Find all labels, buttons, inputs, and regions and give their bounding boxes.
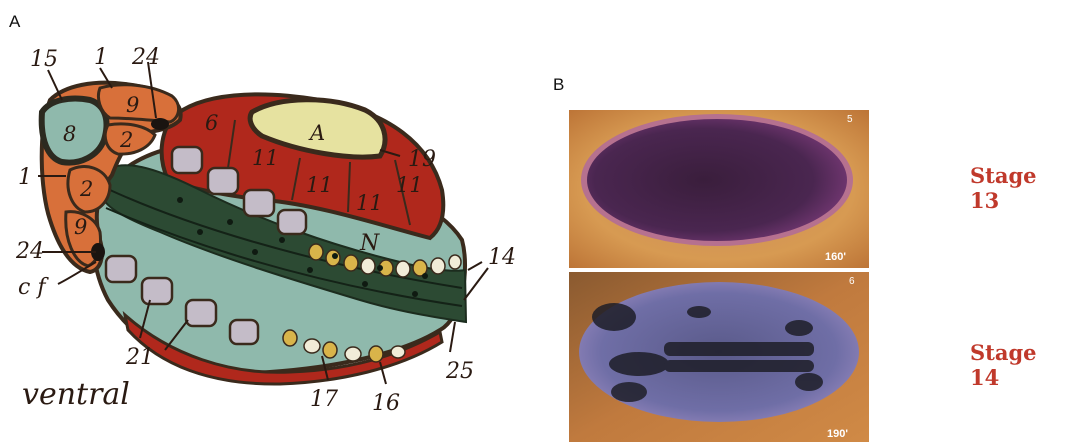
label-25: 25 <box>445 359 474 384</box>
square-lower-2 <box>142 278 172 304</box>
label-1-top: 1 <box>94 45 108 70</box>
label-21: 21 <box>125 345 154 370</box>
label-14: 14 <box>488 245 516 270</box>
label-A: A <box>308 121 325 145</box>
label-2-mid: 2 <box>79 177 93 201</box>
square-lower-1 <box>106 256 136 282</box>
label-6: 6 <box>205 111 218 135</box>
embryo-fate-map-diagram: 15 1 24 9 8 2 6 A 19 11 11 11 11 1 2 9 2… <box>0 0 540 442</box>
square-upper-4 <box>278 210 306 234</box>
label-1-left: 1 <box>18 165 32 190</box>
time-label-bottom: 190' <box>827 428 848 440</box>
label-9-mid: 9 <box>74 215 87 239</box>
corner-number-top: 5 <box>847 114 853 125</box>
marker-24-top <box>151 118 169 130</box>
label-24-left: 24 <box>15 239 44 264</box>
embryo-photo-stage-13: 5 160' <box>569 110 869 268</box>
label-11-a: 11 <box>252 146 279 170</box>
label-15: 15 <box>30 47 58 72</box>
label-8: 8 <box>63 122 76 146</box>
label-19: 19 <box>408 147 436 172</box>
square-lower-4 <box>230 320 258 344</box>
label-24-top: 24 <box>131 45 160 70</box>
square-upper-1 <box>172 147 202 173</box>
stage-14-label: Stage 14 <box>970 340 1068 390</box>
corner-number-bottom: 6 <box>849 276 855 287</box>
time-label-top: 160' <box>825 251 846 263</box>
label-N: N <box>359 231 380 256</box>
label-16: 16 <box>372 391 400 416</box>
label-ventral: ventral <box>22 377 130 412</box>
embryo-photo-stage-14: 6 190' <box>569 272 869 442</box>
label-cf: c f <box>18 275 49 300</box>
square-upper-3 <box>244 190 274 216</box>
label-17: 17 <box>310 387 338 412</box>
label-2-top: 2 <box>119 128 133 152</box>
stage-13-label: Stage 13 <box>970 163 1068 213</box>
panel-b-letter: B <box>553 75 564 95</box>
label-9-top: 9 <box>126 93 139 117</box>
square-upper-2 <box>208 168 238 194</box>
square-lower-3 <box>186 300 216 326</box>
label-11-d: 11 <box>396 173 423 197</box>
label-11-b: 11 <box>306 173 333 197</box>
label-11-c: 11 <box>356 191 383 215</box>
